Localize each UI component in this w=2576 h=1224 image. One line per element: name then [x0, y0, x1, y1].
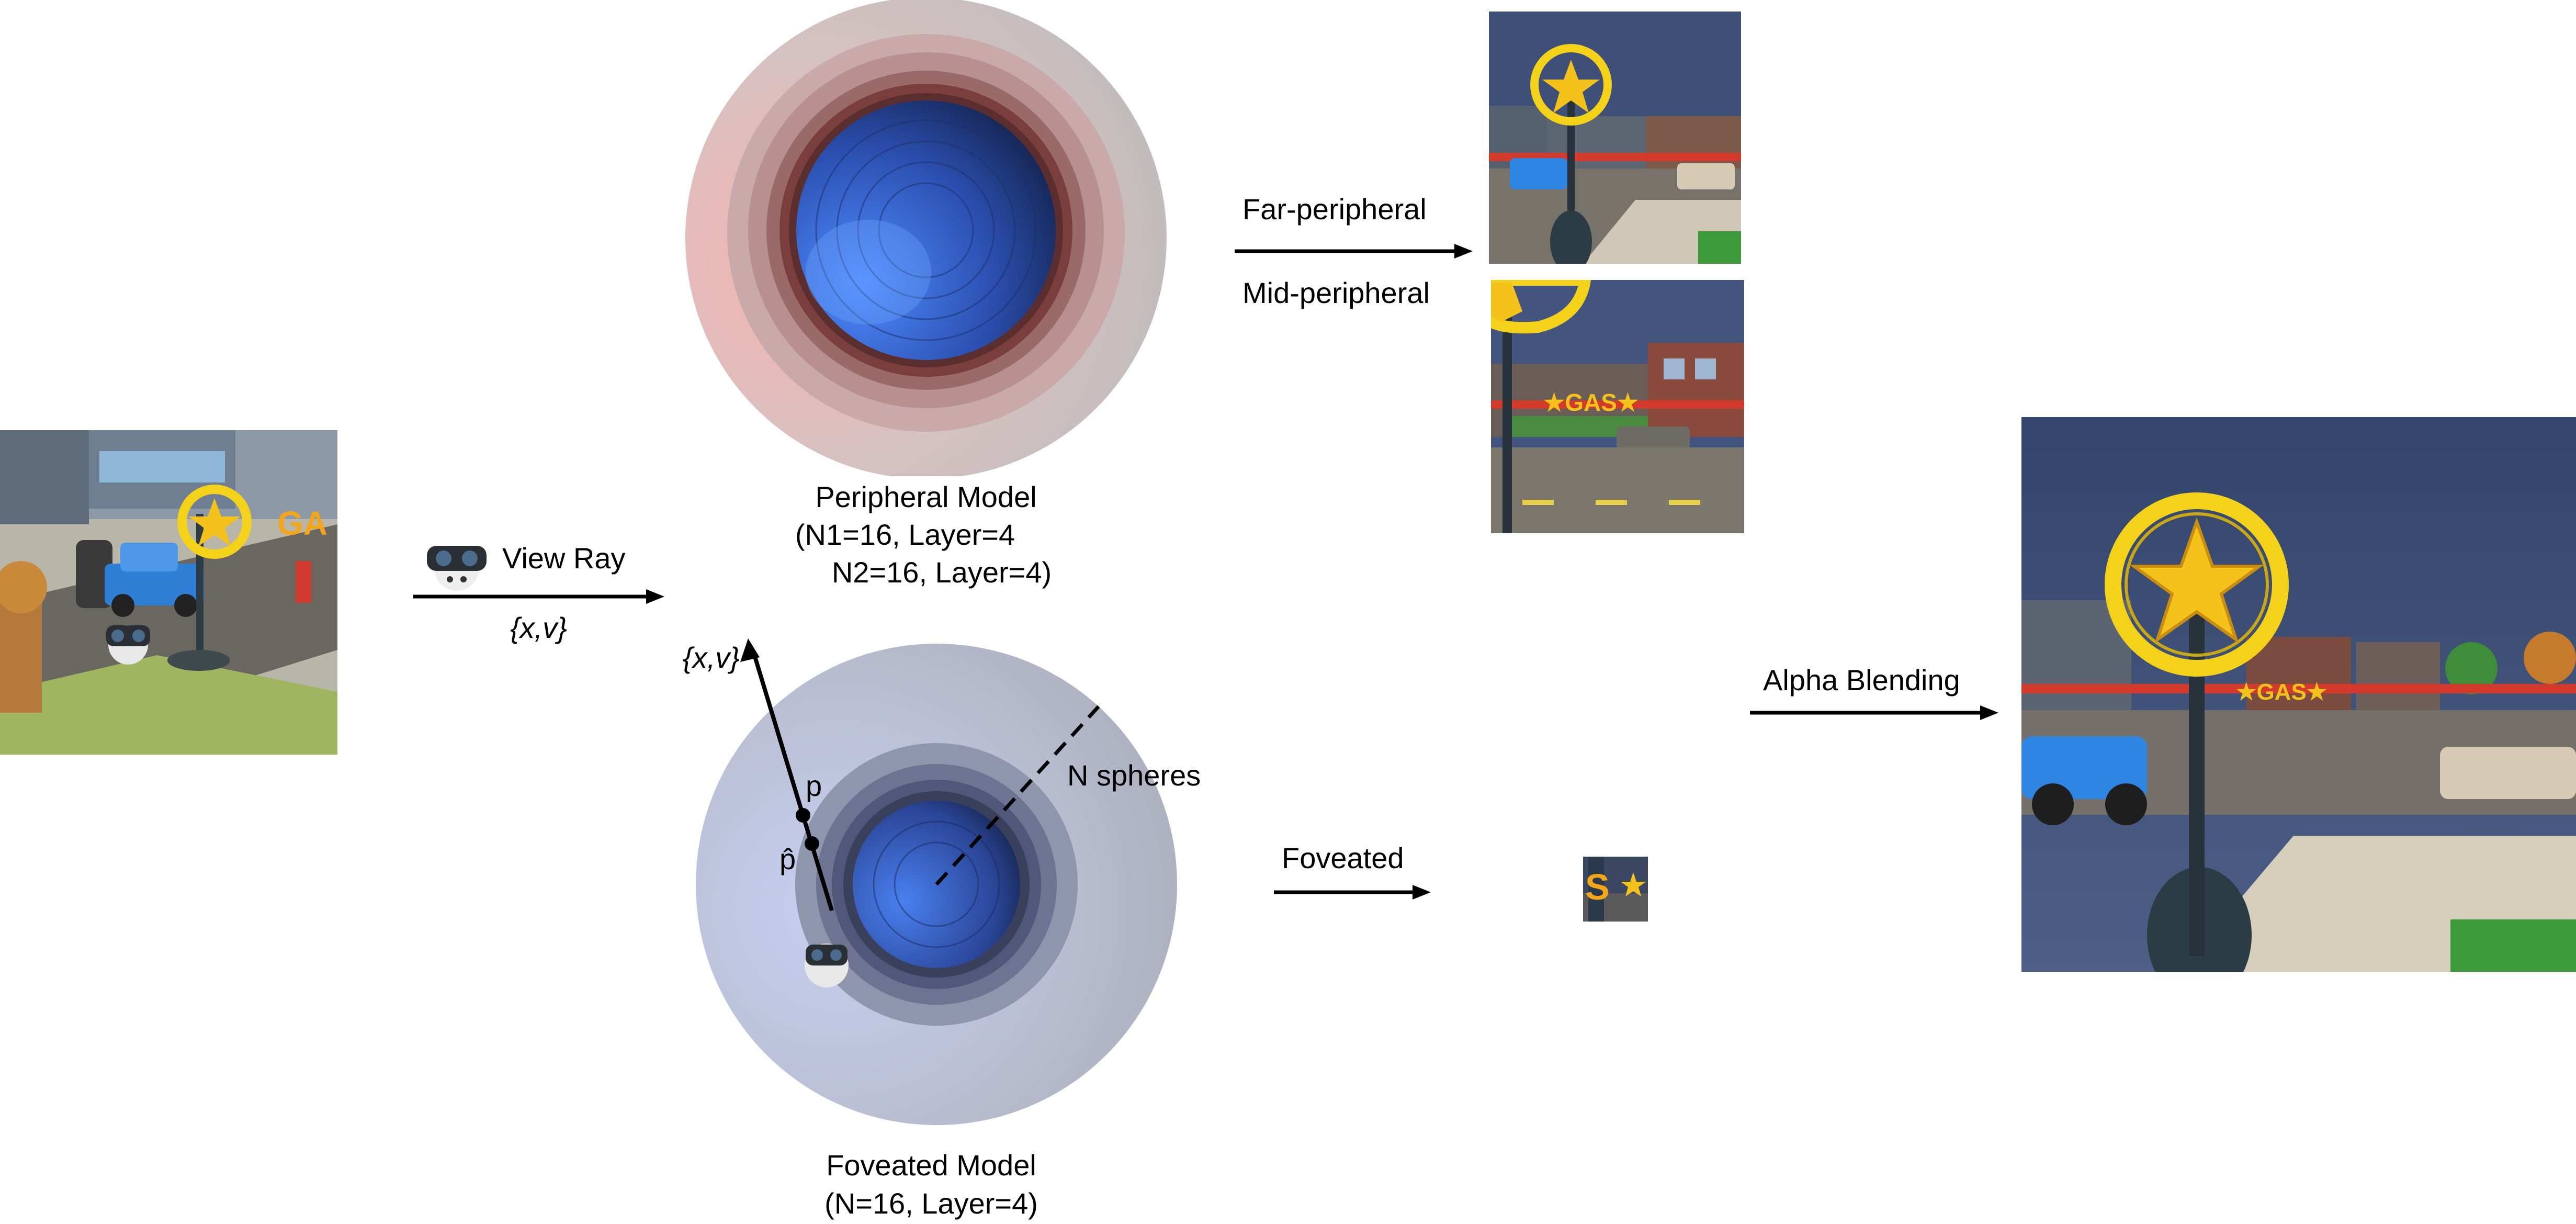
arrow-right-icon [1750, 702, 1998, 723]
far-peripheral-label: Far-peripheral [1242, 193, 1427, 226]
blended-output-render: ★GAS★ [2021, 417, 2576, 972]
arrow-right-icon [413, 586, 664, 607]
view-ray-params: {x,v} [510, 611, 567, 644]
foveated-ray-params: {x,v} [683, 641, 740, 674]
view-ray-label: View Ray [502, 542, 626, 575]
input-scene-image: GA [0, 430, 337, 755]
vr-headset-icon [423, 531, 491, 594]
n-spheres-label: N spheres [1067, 759, 1201, 792]
point-p-label: p [806, 769, 822, 802]
peripheral-model-title: Peripheral Model [815, 480, 1037, 513]
arrow-right-icon [1235, 241, 1473, 262]
peripheral-model-spheres [680, 0, 1172, 476]
foveated-model-line1: (N=16, Layer=4) [824, 1187, 1038, 1220]
far-peripheral-render [1489, 12, 1741, 264]
peripheral-model-line2: N2=16, Layer=4) [831, 556, 1052, 589]
svg-text:S: S [1585, 867, 1610, 907]
foveated-model-spheres [691, 638, 1182, 1130]
svg-text:★GAS★: ★GAS★ [2236, 679, 2327, 705]
mid-peripheral-render: ★GAS★ [1491, 280, 1744, 533]
vr-headset-icon [102, 612, 154, 670]
svg-text:★GAS★: ★GAS★ [1543, 389, 1639, 416]
alpha-blending-label: Alpha Blending [1763, 664, 1960, 697]
arrow-right-icon [1274, 882, 1431, 903]
foveated-output-label: Foveated [1282, 841, 1404, 874]
point-p-hat-label: p̂ [779, 843, 796, 875]
foveated-model-title: Foveated Model [826, 1149, 1036, 1182]
mid-peripheral-label: Mid-peripheral [1242, 276, 1430, 309]
foveated-render: S [1583, 857, 1648, 922]
peripheral-model-line1: (N1=16, Layer=4 [795, 518, 1015, 551]
svg-text:GA: GA [277, 504, 327, 542]
